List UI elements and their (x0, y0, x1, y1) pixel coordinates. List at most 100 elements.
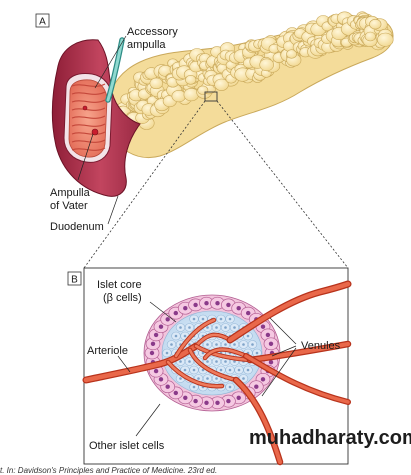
beta-cell-nucleus (228, 368, 232, 372)
pancreas-lobule (183, 87, 200, 102)
panel-b-tag-box (67, 271, 82, 286)
capillary-lumen (203, 348, 248, 360)
pancreas-lobule (214, 78, 229, 91)
other-islet-cell-nucleus (173, 310, 178, 316)
panel-b: B (67, 267, 352, 466)
other-islet-cell-nucleus (204, 400, 209, 405)
beta-cell-nucleus (242, 343, 245, 346)
duodenum-mucosa (68, 79, 108, 158)
beta-cell-nucleus (224, 326, 227, 329)
other-islet-cell-nucleus (153, 368, 159, 374)
beta-cell-nucleus (188, 360, 191, 363)
beta-cell-nucleus (206, 360, 209, 363)
leader-venules-1 (269, 317, 297, 345)
beta-cell-nucleus (233, 343, 236, 346)
leader-venules-2 (271, 345, 297, 357)
label-ampulla-vater-2: of Vater (50, 200, 88, 212)
arteriole-lumen (83, 343, 199, 383)
panel-a-tag: A (39, 17, 46, 28)
beta-cell-nucleus (224, 360, 227, 363)
beta-cell-nucleus (255, 351, 259, 355)
label-arteriole: Arteriole (87, 345, 128, 357)
pancreas-lobule (364, 31, 376, 42)
leader-ampulla-vater (77, 133, 94, 181)
other-islet-cell-nucleus (236, 395, 241, 400)
label-ampulla-vater-1: Ampulla (50, 187, 91, 199)
beta-cell-nucleus (246, 368, 250, 372)
leader-duodenum (107, 195, 119, 225)
other-islet-cell-nucleus (165, 317, 170, 322)
beta-cell-nucleus (242, 377, 245, 380)
beta-cell-nucleus (233, 326, 236, 329)
pancreas-lobule (259, 58, 275, 72)
beta-cell-nucleus (251, 343, 254, 346)
other-islet-cell-nucleus (158, 377, 164, 382)
vessels (82, 280, 352, 466)
beta-cell-nucleus (183, 334, 187, 338)
label-venules: Venules (301, 340, 341, 352)
other-islet-cell-nucleus (260, 377, 266, 382)
other-islet-cell-nucleus (268, 360, 274, 365)
other-islet-cell-nucleus (173, 390, 178, 396)
venule-middle-lumen (248, 342, 350, 362)
mucosal-fold (71, 83, 106, 87)
beta-cell-nucleus (233, 360, 236, 363)
pancreas-lobule (171, 89, 187, 103)
other-islet-cell-nucleus (193, 302, 198, 308)
label-other-islet-cells: Other islet cells (89, 440, 165, 452)
beta-cell-nucleus (188, 343, 191, 346)
watermark: muhadharaty.com (249, 427, 411, 449)
mucosal-fold (71, 115, 106, 119)
beta-cell-nucleus (192, 385, 196, 389)
other-islet-cell-nucleus (226, 302, 231, 308)
zoom-line-right (216, 100, 349, 269)
leader-accessory-ampulla (94, 35, 127, 89)
beta-cell-nucleus (192, 368, 196, 372)
beta-cell-nucleus (228, 385, 232, 389)
beta-cell-nucleus (188, 326, 191, 329)
beta-cell-nucleus (206, 326, 209, 329)
beta-cell-nucleus (237, 368, 241, 372)
other-islet-cells-ring (144, 296, 280, 410)
other-islet-cell-nucleus (226, 398, 231, 404)
mucosal-fold (71, 99, 106, 103)
other-islet-cell-nucleus (268, 341, 274, 346)
beta-cell-nucleus (219, 317, 223, 321)
mucosal-fold (71, 131, 106, 135)
beta-cell-nucleus (179, 326, 182, 329)
other-islet-cell-nucleus (165, 384, 170, 389)
capillary-lumen (174, 318, 216, 358)
leader-islet-core (149, 301, 177, 323)
capillary-lumen (194, 333, 232, 348)
beta-cell-nucleus (179, 377, 182, 380)
label-duodenum: Duodenum (50, 221, 104, 233)
pancreas-lobule (149, 77, 164, 90)
other-islet-cell-nucleus (150, 341, 156, 346)
leader-other-islet-cells (135, 403, 161, 437)
panel-a-tag-box (35, 13, 50, 28)
label-accessory-ampulla-2: ampulla (127, 39, 166, 51)
mucosal-fold (71, 91, 106, 95)
beta-cell-nucleus (215, 343, 218, 346)
beta-cell-nucleus (201, 368, 205, 372)
other-islet-cell-nucleus (193, 398, 198, 404)
mucosal-fold (71, 139, 106, 143)
other-islet-cell-nucleus (158, 324, 164, 329)
capillary-lumen (194, 344, 252, 362)
beta-cell-nucleus (206, 343, 209, 346)
pancreas (106, 11, 394, 158)
venule-upper-lumen (227, 281, 351, 343)
other-islet-cell-nucleus (149, 350, 155, 356)
capillary-lumen (166, 360, 224, 388)
beta-cell-nucleus (219, 368, 223, 372)
beta-cell-nucleus (197, 377, 200, 380)
leader-venules-3 (261, 347, 297, 397)
beta-cell-nucleus (246, 334, 250, 338)
other-islet-cell-nucleus (183, 306, 188, 311)
ampulla-of-vater (91, 128, 99, 136)
zoom-region-box (204, 91, 218, 102)
venule-lower-lumen (234, 378, 282, 464)
citation: t. In: Davidson's Principles and Practic… (0, 466, 217, 475)
leader-arteriole (117, 355, 131, 373)
